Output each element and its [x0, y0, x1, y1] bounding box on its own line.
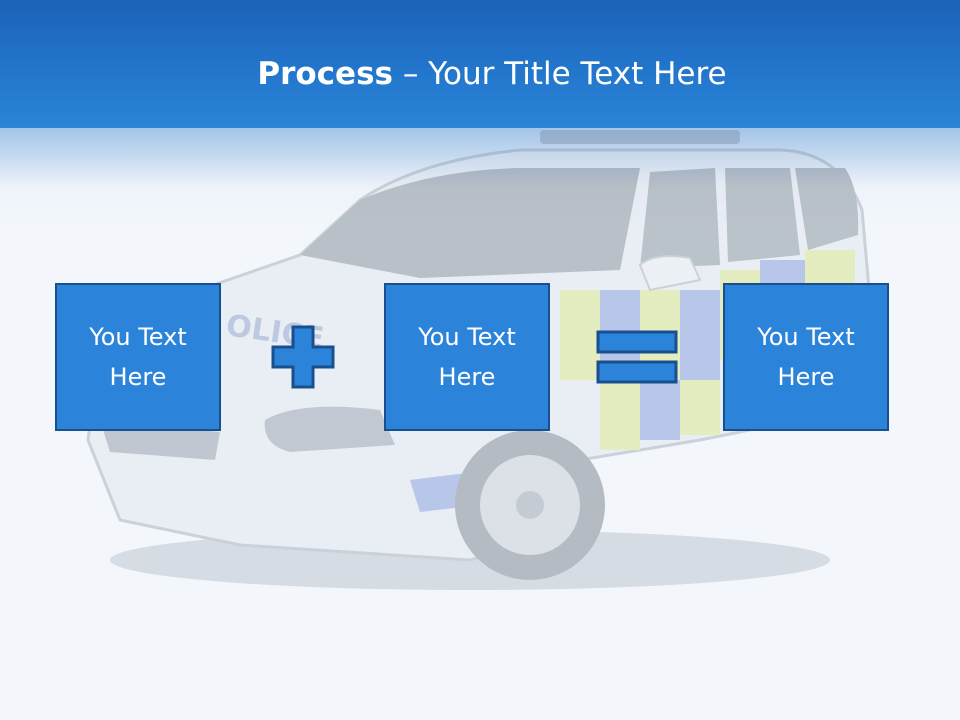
text-box-2-label: You Text Here — [418, 323, 516, 391]
title-rest: – Your Title Text Here — [393, 56, 727, 92]
slide-title: Process – Your Title Text Here — [0, 52, 960, 96]
text-box-2[interactable]: You Text Here — [384, 283, 550, 431]
header-band — [0, 0, 960, 128]
text-box-1-label: You Text Here — [89, 323, 187, 391]
equals-icon — [596, 330, 678, 384]
text-box-1[interactable]: You Text Here — [55, 283, 221, 431]
header-fade — [0, 128, 960, 188]
text-box-3-label: You Text Here — [757, 323, 855, 391]
text-box-3[interactable]: You Text Here — [723, 283, 889, 431]
plus-icon — [271, 325, 335, 389]
title-bold: Process — [257, 56, 393, 92]
